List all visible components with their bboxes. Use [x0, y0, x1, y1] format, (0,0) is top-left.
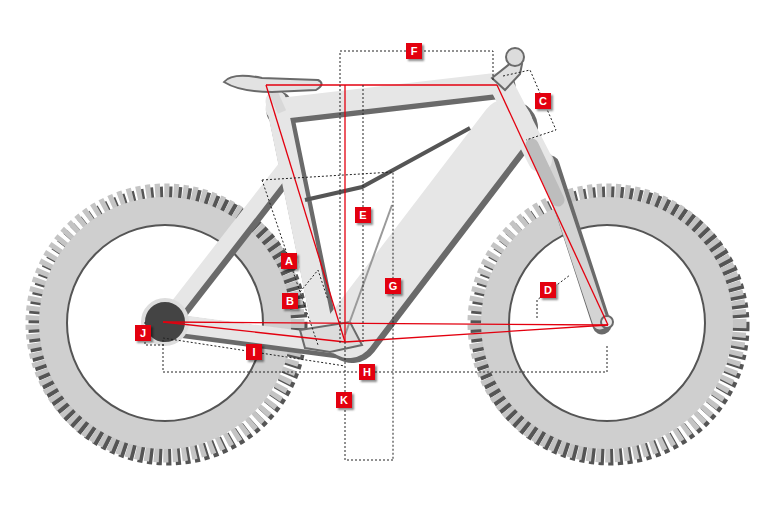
callout-letter: C	[535, 93, 551, 109]
handlebar	[506, 48, 524, 66]
seatstay	[165, 165, 287, 322]
callout-letter: I	[246, 344, 262, 360]
vertical-line	[344, 85, 345, 342]
dim-a	[262, 180, 318, 345]
callout-letter: H	[359, 364, 375, 380]
dim-b	[300, 270, 328, 300]
front-center-line	[345, 325, 608, 342]
callout-letter: G	[385, 278, 401, 294]
dim-h	[163, 340, 607, 372]
seat-angle-line	[266, 85, 345, 342]
frame-stripe	[305, 128, 470, 200]
callout-letter: D	[540, 282, 556, 298]
callout-letter: F	[406, 43, 422, 59]
dim-d	[537, 275, 570, 318]
callout-letter: J	[135, 325, 151, 341]
callout-letter: E	[355, 207, 371, 223]
dim-f	[340, 51, 493, 343]
callout-letter: A	[281, 253, 297, 269]
dim-k	[345, 342, 393, 460]
frame	[165, 83, 600, 345]
callout-letter: B	[282, 293, 298, 309]
axle-line	[163, 322, 608, 325]
head-angle-line	[497, 85, 608, 325]
battery-edge	[345, 205, 392, 335]
chainstay-line	[163, 322, 345, 342]
saddle	[224, 76, 322, 92]
seat-tube	[276, 101, 325, 340]
reach-line	[266, 84, 497, 85]
geometry-lines	[163, 85, 608, 342]
callout-letter: K	[336, 392, 352, 408]
fork-stanchion	[532, 145, 558, 200]
frame-shadow	[168, 86, 602, 348]
down-tube	[349, 125, 507, 332]
dim-c	[503, 70, 556, 140]
dimension-lines	[145, 51, 607, 460]
dim-i	[163, 338, 345, 366]
dim-g	[262, 172, 393, 460]
motor	[300, 322, 362, 352]
rear-wheel	[34, 192, 299, 457]
